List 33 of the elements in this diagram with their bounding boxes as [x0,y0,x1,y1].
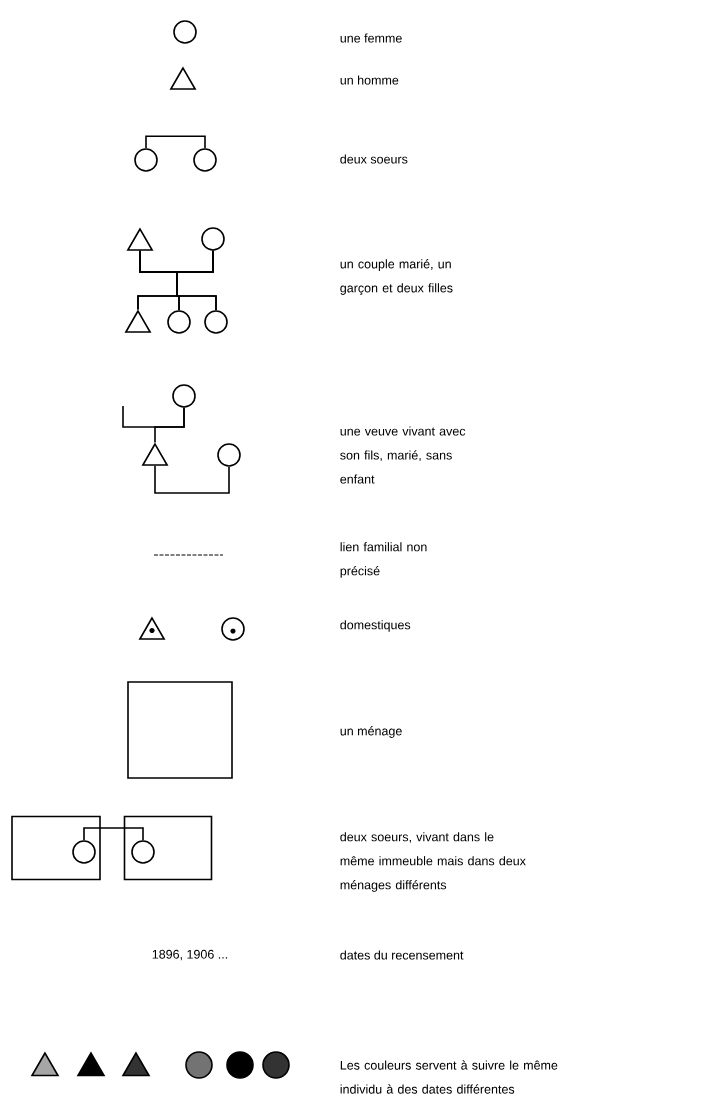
kinship-line [83,827,144,841]
kinship-line [145,135,206,149]
circle-symbol [167,310,191,334]
circle-symbol [185,1051,213,1079]
circle-symbol [262,1051,290,1079]
circle-symbol [217,443,241,467]
description-text: un ménage [340,726,402,738]
circle-symbol [173,20,197,44]
circle-symbol [226,1051,254,1079]
circle-symbol [193,148,217,172]
description-text: lien familial non précisé [340,542,427,578]
household-box [123,815,213,881]
circle-symbol [72,840,96,864]
circle-symbol [201,227,225,251]
kinship-line [154,407,185,444]
description-text: deux soeurs [340,154,408,164]
household-box [11,815,101,881]
description-text: deux soeurs, vivant dans le même immeuble mais dans deux ménages différents [340,832,526,892]
description-text: une femme [340,33,402,43]
description-text: dates du recensement [340,950,464,960]
census-dates: 1896, 1906 ... [152,949,228,961]
description-text: Les couleurs servent à suivre le même individu à des dates différentes [340,1060,558,1094]
kinship-line [154,465,230,494]
circle-symbol [131,840,155,864]
household-box [127,681,233,779]
circle-symbol [172,384,196,408]
description-text: une veuve vivant avec son fils, marié, sans enfant [340,426,466,484]
circle-symbol [221,617,245,641]
circle-symbol [134,148,158,172]
description-text: un homme [340,75,399,85]
description-text: domestiques [340,620,411,632]
circle-symbol [204,310,228,334]
description-text: un couple marié, un garçon et deux filles [340,259,453,295]
